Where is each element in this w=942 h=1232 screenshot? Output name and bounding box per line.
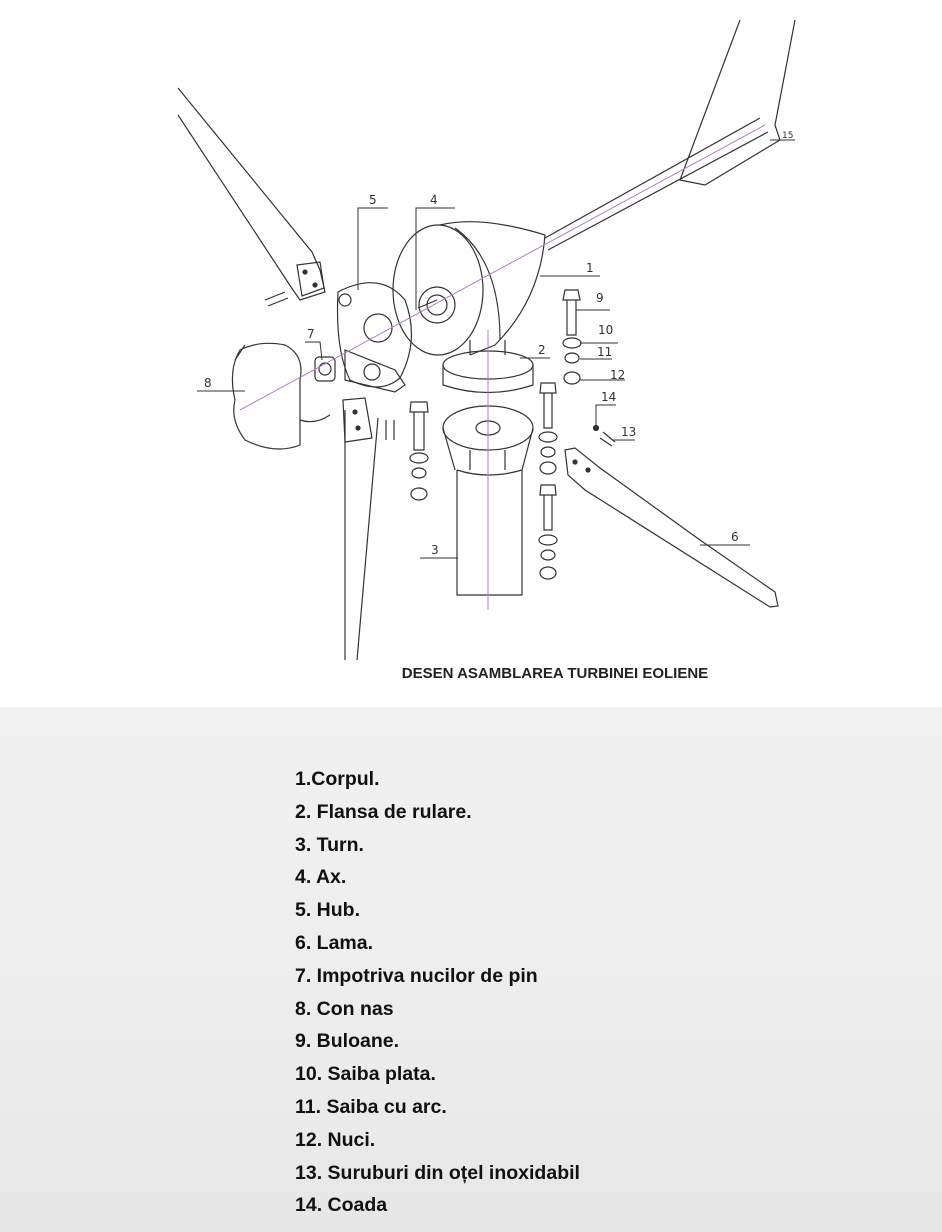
callout-11: 11 xyxy=(597,345,612,359)
callout-15: 15 xyxy=(782,131,793,141)
callout-7: 7 xyxy=(307,327,315,341)
parts-legend: 1.Corpul. 2. Flansa de rulare. 3. Turn. … xyxy=(0,707,942,1232)
tail-vane xyxy=(544,19,796,251)
callout-1: 1 xyxy=(586,261,594,275)
callout-6: 6 xyxy=(731,530,739,544)
hub-plate xyxy=(336,282,412,393)
callout-13: 13 xyxy=(621,425,636,439)
legend-item: 8. Con nas xyxy=(295,997,394,1020)
legend-item: 10. Saiba plata. xyxy=(295,1063,436,1086)
callout-14: 14 xyxy=(601,390,616,404)
legend-item: 1.Corpul. xyxy=(295,768,380,790)
callout-10: 10 xyxy=(598,323,613,337)
callout-12: 12 xyxy=(610,368,625,382)
legend-item: 3. Turn. xyxy=(295,833,364,856)
legend-item: 12. Nuci. xyxy=(295,1128,376,1151)
axis-lines xyxy=(239,124,766,610)
callout-3: 3 xyxy=(431,543,439,557)
exploded-diagram: 1 2 3 4 5 6 7 8 9 10 11 12 13 14 15 DESE… xyxy=(177,19,796,682)
legend-item: 11. Saiba cu arc. xyxy=(295,1095,447,1118)
legend-item: 6. Lama. xyxy=(295,931,374,954)
legend-item: 14. Coada xyxy=(295,1194,388,1217)
legend-item: 5. Hub. xyxy=(295,899,361,922)
blade-upper-left xyxy=(177,87,326,307)
callout-4: 4 xyxy=(430,193,438,207)
diagram-caption: DESEN ASAMBLAREA TURBINEI EOLIENE xyxy=(401,665,709,682)
legend-item: 4. Ax. xyxy=(295,866,347,889)
legend-item: 13. Suruburi din oțel inoxidabil xyxy=(295,1161,580,1184)
callout-9: 9 xyxy=(596,291,604,305)
generator-body xyxy=(392,221,546,356)
bolts xyxy=(409,289,616,580)
blade-bottom xyxy=(342,397,395,661)
callout-5: 5 xyxy=(369,193,377,207)
legend-item: 9. Buloane. xyxy=(295,1030,400,1053)
callout-8: 8 xyxy=(204,376,212,390)
blade-right xyxy=(564,447,779,608)
callout-2: 2 xyxy=(538,343,546,357)
legend-item: 2. Flansa de rulare. xyxy=(295,800,472,823)
nose-cone xyxy=(231,342,331,450)
tower xyxy=(456,469,523,596)
leader-lines xyxy=(197,139,795,559)
legend-item: 7. Impotriva nucilor de pin xyxy=(295,964,538,987)
